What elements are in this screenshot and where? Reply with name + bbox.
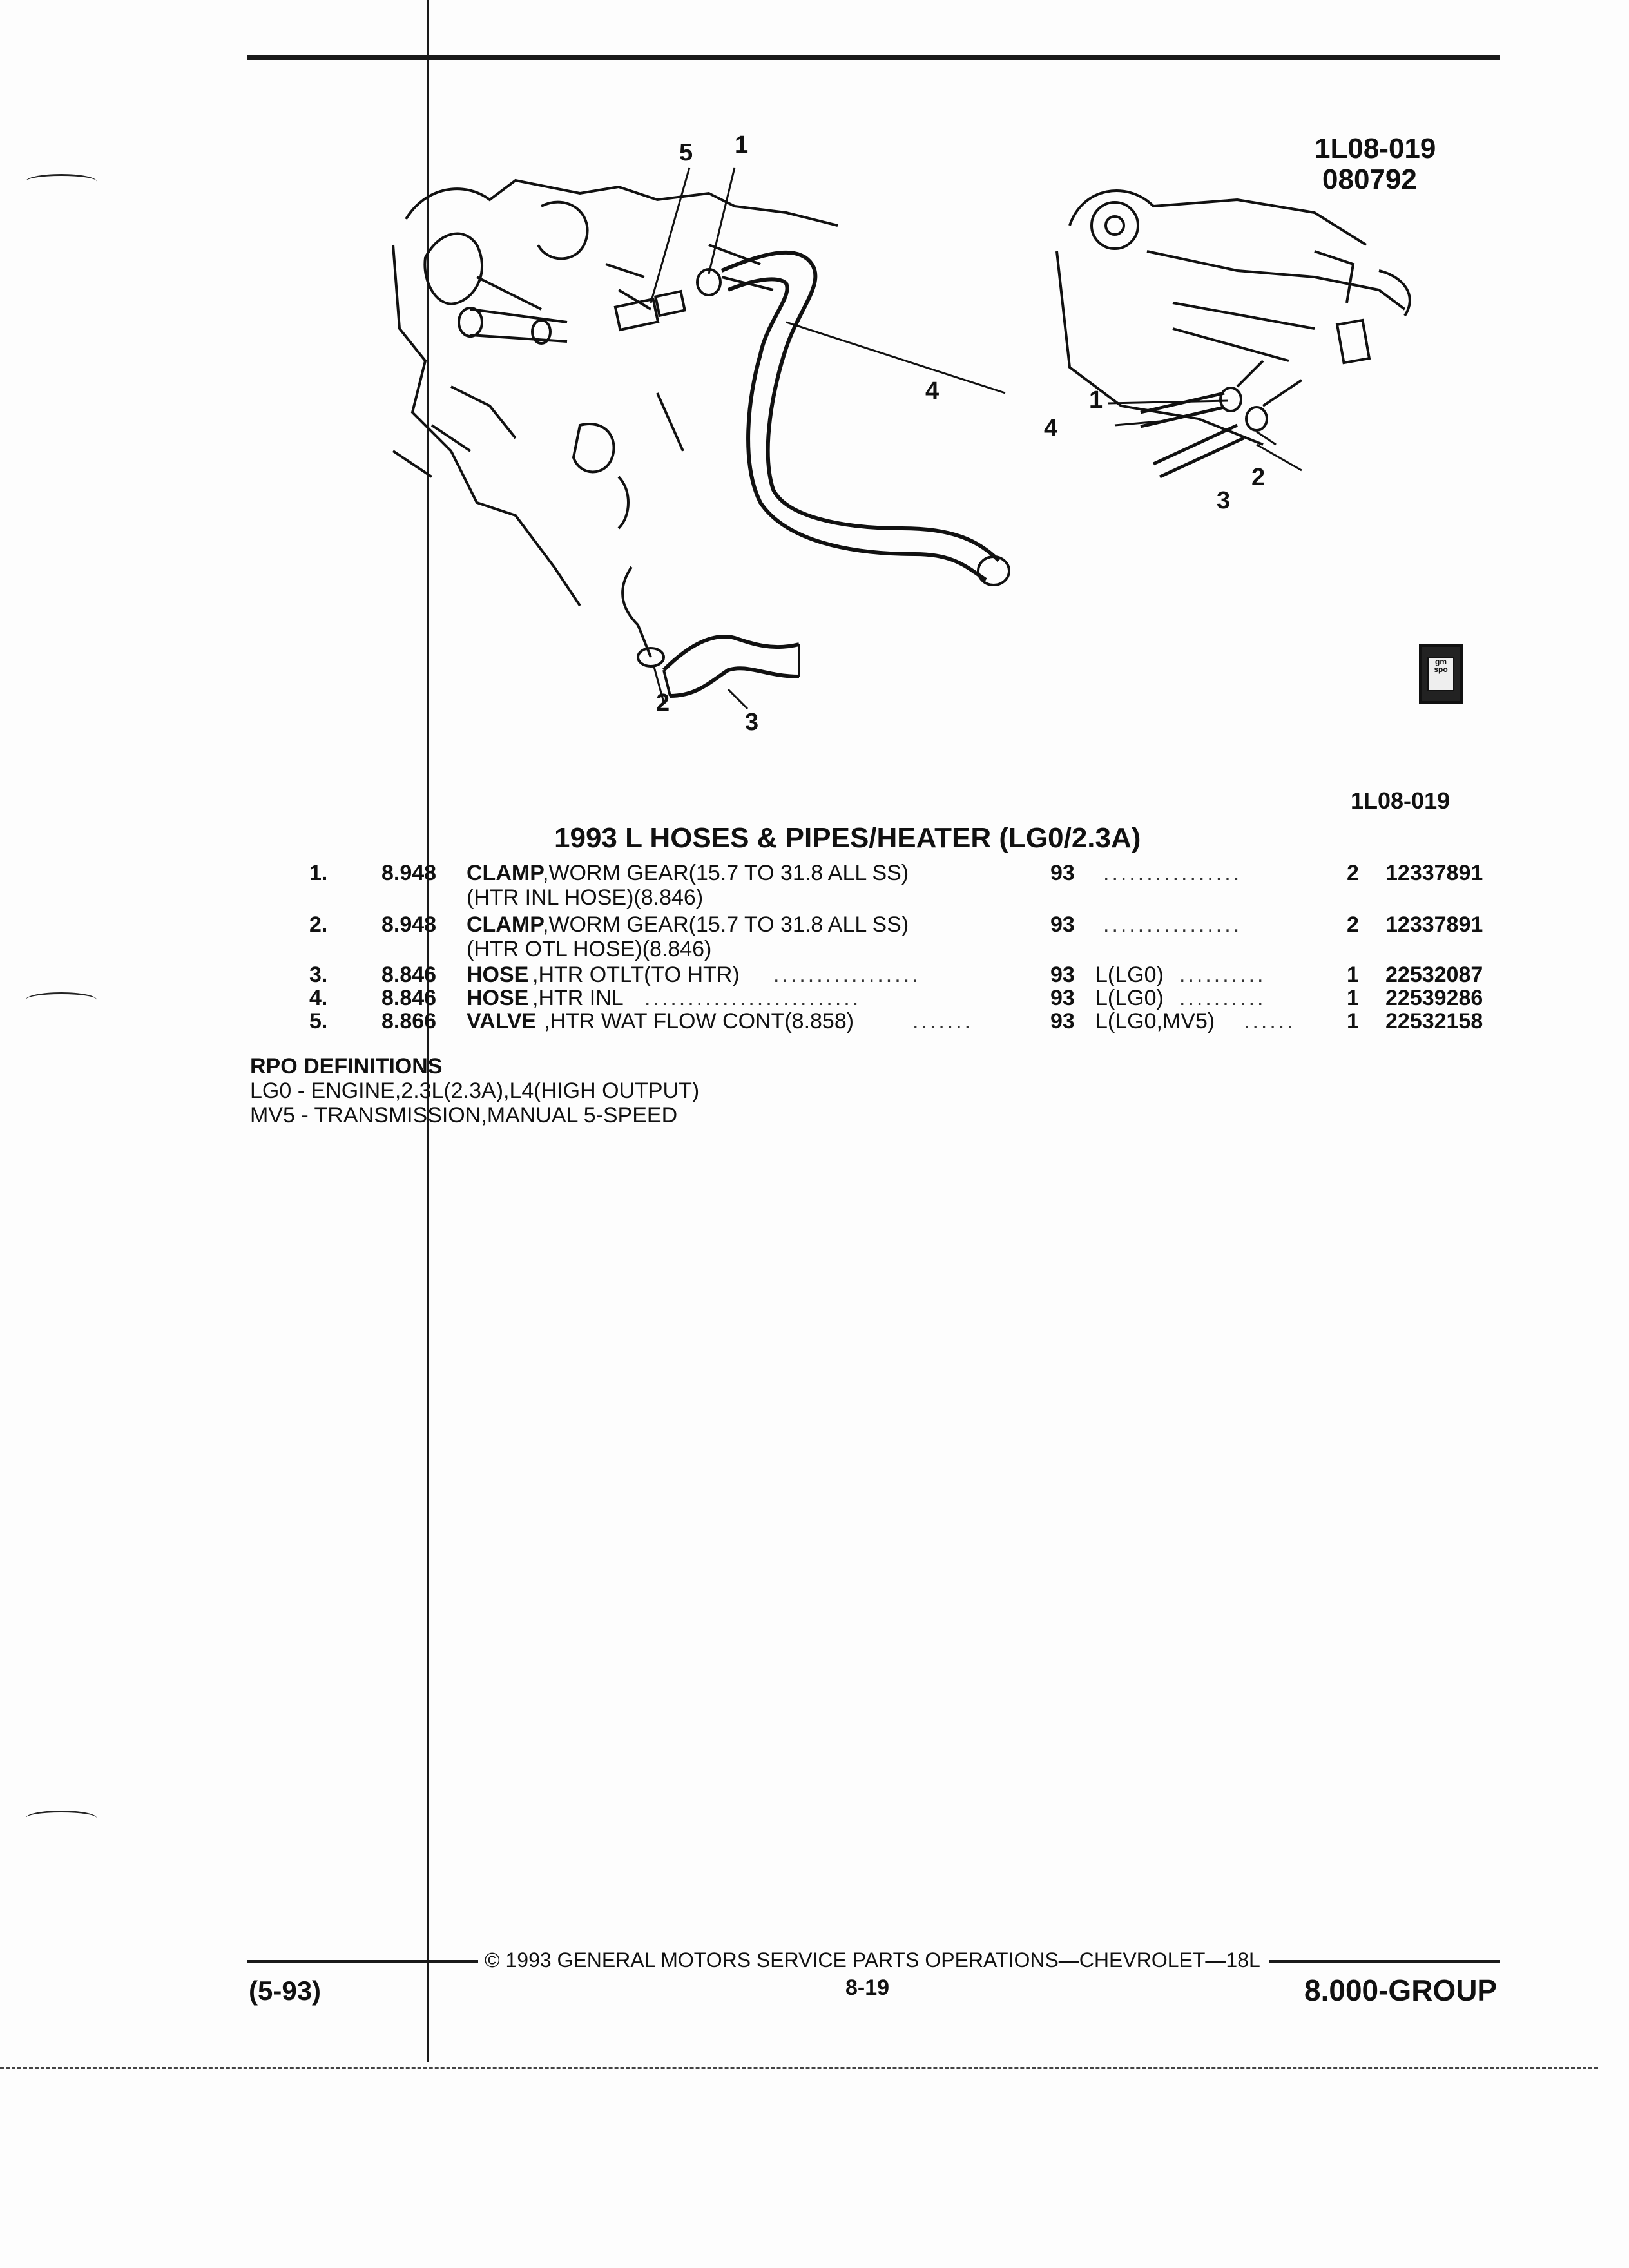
part-number: 22539286 <box>1385 986 1483 1010</box>
quantity: 2 <box>1347 912 1359 937</box>
footer-page-number: 8-19 <box>845 1975 890 2000</box>
leader-dots: .......... <box>1179 963 1266 987</box>
parts-row: 1. 8.948 CLAMP ,WORM GEAR(15.7 TO 31.8 A… <box>0 861 1629 912</box>
part-sub-description: (HTR INL HOSE)(8.846) <box>467 885 704 910</box>
item-number: 1. <box>309 861 328 885</box>
parts-row: 5. 8.866 VALVE ,HTR WAT FLOW CONT(8.858)… <box>0 1009 1629 1061</box>
parts-row: 2. 8.948 CLAMP ,WORM GEAR(15.7 TO 31.8 A… <box>0 912 1629 964</box>
leader-dots: ................. <box>773 963 921 987</box>
part-number: 22532087 <box>1385 963 1483 987</box>
illustration-caption: 1L08-019 <box>1351 787 1451 814</box>
callout-3-detail: 3 <box>1217 487 1231 514</box>
gm-spo-logo-inner: gm spo <box>1427 657 1454 691</box>
margin-mark <box>26 1811 97 1825</box>
callout-3: 3 <box>745 709 759 736</box>
rpo-definition-line: MV5 - TRANSMISSION,MANUAL 5-SPEED <box>250 1103 678 1128</box>
part-description: ,HTR INL <box>532 986 624 1010</box>
callout-2-detail: 2 <box>1251 464 1266 491</box>
callout-4: 4 <box>925 378 940 405</box>
callout-5: 5 <box>679 139 693 166</box>
callout-1-detail: 1 <box>1089 387 1103 414</box>
figure-ref: 8.846 <box>381 986 437 1010</box>
callout-2: 2 <box>656 689 670 716</box>
engine-bay-detail-illustration <box>1055 189 1411 479</box>
gm-spo-logo: gm spo <box>1419 644 1463 704</box>
part-number: 12337891 <box>1385 861 1483 885</box>
model-year: 93 <box>1050 986 1075 1010</box>
part-name: HOSE <box>467 963 529 987</box>
option-code: L(LG0) <box>1095 963 1164 987</box>
part-name: CLAMP <box>467 861 545 885</box>
part-number: 12337891 <box>1385 912 1483 937</box>
callout-4-detail: 4 <box>1044 415 1058 442</box>
model-year: 93 <box>1050 1009 1075 1033</box>
vertical-margin-line <box>427 0 429 2062</box>
figure-ref: 8.866 <box>381 1009 437 1033</box>
model-year: 93 <box>1050 963 1075 987</box>
part-description: ,WORM GEAR(15.7 TO 31.8 ALL SS) <box>543 912 909 937</box>
model-year: 93 <box>1050 912 1075 937</box>
leader-dots: ...... <box>1244 1009 1296 1033</box>
figure-ref: 8.948 <box>381 861 437 885</box>
rpo-heading: RPO DEFINITIONS <box>250 1054 443 1079</box>
quantity: 2 <box>1347 861 1359 885</box>
footer-group: 8.000-GROUP <box>1304 1974 1498 2007</box>
option-code: L(LG0,MV5) <box>1095 1009 1215 1033</box>
bottom-scan-line <box>0 2067 1598 2069</box>
margin-mark <box>26 992 97 1007</box>
part-name: VALVE <box>467 1009 537 1033</box>
quantity: 1 <box>1347 1009 1359 1033</box>
footer-rule-right <box>1269 1960 1500 1963</box>
leader-dots: .......... <box>1179 986 1266 1010</box>
part-description: ,HTR OTLT(TO HTR) <box>532 963 740 987</box>
part-number: 22532158 <box>1385 1009 1483 1033</box>
part-name: HOSE <box>467 986 529 1010</box>
margin-mark <box>26 174 97 189</box>
leader-dots: ................ <box>1103 912 1242 937</box>
footer-rule-left <box>247 1960 478 1963</box>
parts-row: 3. 8.846 HOSE ,HTR OTLT(TO HTR) ........… <box>0 963 1629 1014</box>
quantity: 1 <box>1347 986 1359 1010</box>
leader-dots: ....... <box>912 1009 974 1033</box>
figure-ref: 8.846 <box>381 963 437 987</box>
leader-dots: ................ <box>1103 861 1242 885</box>
figure-ref: 8.948 <box>381 912 437 937</box>
top-rule <box>247 55 1500 60</box>
quantity: 1 <box>1347 963 1359 987</box>
item-number: 4. <box>309 986 328 1010</box>
item-number: 2. <box>309 912 328 937</box>
part-description: ,WORM GEAR(15.7 TO 31.8 ALL SS) <box>543 861 909 885</box>
parts-row: 4. 8.846 HOSE ,HTR INL .................… <box>0 986 1629 1037</box>
footer-date: (5-93) <box>249 1975 322 2006</box>
part-description: ,HTR WAT FLOW CONT(8.858) <box>544 1009 854 1033</box>
leader-dots: ......................... <box>644 986 862 1010</box>
illustration-date: 080792 <box>1322 164 1417 195</box>
item-number: 5. <box>309 1009 328 1033</box>
rpo-definition-line: LG0 - ENGINE,2.3L(2.3A),L4(HIGH OUTPUT) <box>250 1079 700 1103</box>
engine-hose-illustration <box>392 167 1010 710</box>
section-title: 1993 L HOSES & PIPES/HEATER (LG0/2.3A) <box>554 822 1141 854</box>
callout-1: 1 <box>735 131 749 159</box>
illustration-code: 1L08-019 <box>1315 133 1436 164</box>
part-name: CLAMP <box>467 912 545 937</box>
footer-copyright: © 1993 GENERAL MOTORS SERVICE PARTS OPER… <box>485 1948 1260 1972</box>
model-year: 93 <box>1050 861 1075 885</box>
option-code: L(LG0) <box>1095 986 1164 1010</box>
part-sub-description: (HTR OTL HOSE)(8.846) <box>467 937 712 961</box>
item-number: 3. <box>309 963 328 987</box>
